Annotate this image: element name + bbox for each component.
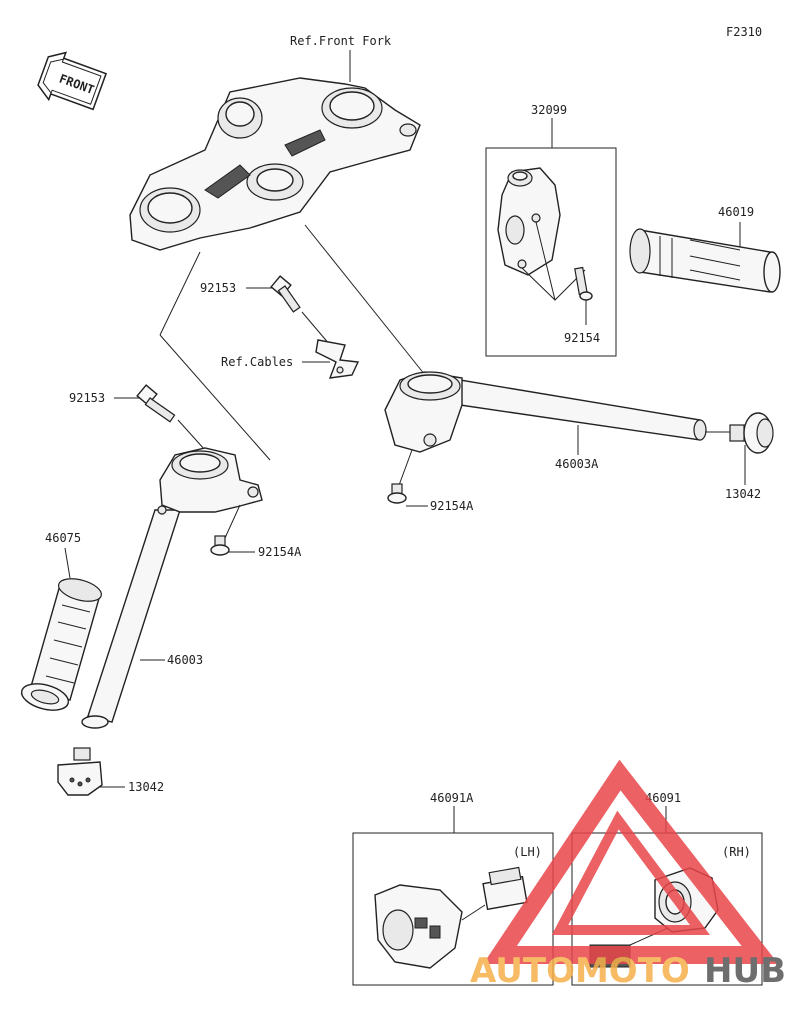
label-13042-left: 13042: [128, 780, 164, 794]
box-32099: [485, 147, 617, 357]
label-46019: 46019: [718, 205, 754, 219]
left-handlebar-46003: [87, 447, 263, 723]
watermark-logo: AUTOMOTO HUB: [470, 759, 786, 991]
front-arrow-icon: FRONT: [37, 51, 108, 111]
right-handlebar-46003A: [384, 371, 707, 453]
bolt-92154A-left: [210, 535, 230, 556]
leader-clamp-left-2: [159, 334, 271, 461]
label-92153-left: 92153: [69, 391, 105, 405]
throttle-housing-32099: [497, 167, 561, 276]
ref-cables-label: Ref.Cables: [221, 355, 293, 369]
label-rh: (RH): [722, 845, 751, 859]
grip-46019: [629, 228, 781, 293]
label-92154A-right: 92154A: [430, 499, 474, 513]
watermark-text-1: AUTOMOTO: [470, 951, 690, 991]
bar-end-13042-left: [57, 715, 109, 796]
label-lh: (LH): [513, 845, 542, 859]
bolt-92153-upper: [270, 275, 301, 313]
leader-clamp-right: [304, 224, 426, 376]
bolt-92154A-right: [387, 483, 407, 504]
grip-46075: [20, 578, 103, 711]
label-46091: 46091: [645, 791, 681, 805]
leader-32099-screws: [521, 221, 586, 301]
top-triple-clamp: [129, 77, 421, 251]
leader-clamp-left: [159, 251, 201, 336]
label-92153-upper: 92153: [200, 281, 236, 295]
bar-end-13042-right: [729, 412, 774, 454]
label-46075: 46075: [45, 531, 81, 545]
leader-92154A-right-up: [397, 449, 413, 489]
bolt-92153-left: [136, 384, 176, 423]
figure-code: F2310: [726, 25, 762, 39]
cable-bracket: [315, 339, 360, 379]
label-46091A: 46091A: [430, 791, 474, 805]
label-92154-top: 92154: [564, 331, 600, 345]
leader-46075: [64, 547, 71, 579]
leader-bolt-down: [301, 311, 331, 346]
label-32099: 32099: [531, 103, 567, 117]
lh-switch-housing: [374, 866, 528, 969]
ref-front-fork-label: Ref.Front Fork: [290, 34, 392, 48]
box-46091A: [352, 832, 554, 986]
leader-92154A-left-up: [224, 504, 241, 539]
label-92154A-left: 92154A: [258, 545, 302, 559]
label-13042-right: 13042: [725, 487, 761, 501]
screw-92154: [574, 266, 593, 301]
label-46003A: 46003A: [555, 457, 599, 471]
label-46003: 46003: [167, 653, 203, 667]
leader-bolt-left-down: [177, 419, 206, 451]
watermark-text-2: HUB: [704, 951, 786, 991]
